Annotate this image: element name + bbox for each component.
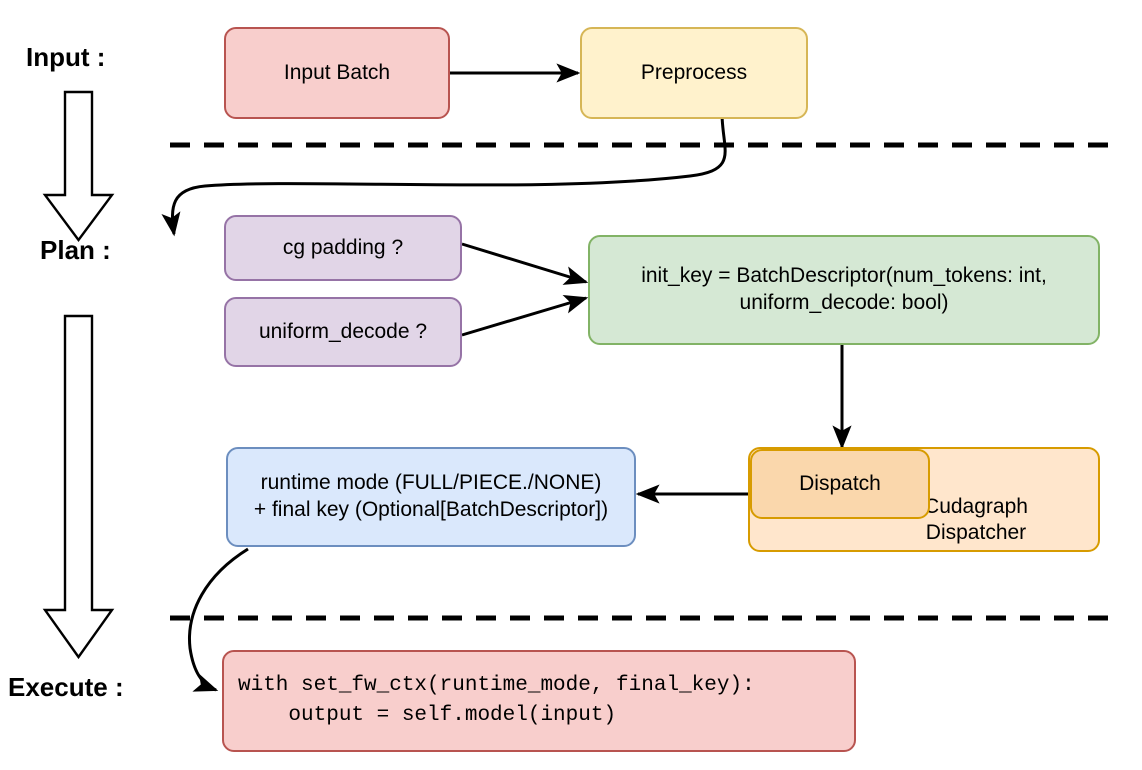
node-execute-code-line2: output = self.model(input) [238, 704, 617, 727]
arrow-cgpadding-to-initkey [461, 242, 589, 285]
node-cudagraph-dispatcher-line2: Dispatcher [925, 520, 1027, 544]
node-uniform-decode[interactable]: uniform_decode ? [224, 297, 462, 367]
node-runtime-mode-line2: + final key (Optional[BatchDescriptor]) [253, 498, 609, 521]
node-init-key-line1: init_key = BatchDescriptor(num_tokens: i… [641, 264, 1047, 288]
stage-label-input: Input : [26, 42, 106, 72]
input-to-plan-arrow [42, 90, 115, 243]
stage-label-execute: Execute : [8, 672, 124, 702]
node-runtime-mode[interactable]: runtime mode (FULL/PIECE./NONE) + final … [226, 447, 636, 547]
node-input-batch[interactable]: Input Batch [224, 27, 450, 119]
stage-label-plan: Plan : [40, 235, 111, 265]
plan-to-execute-arrow [42, 314, 115, 660]
node-preprocess[interactable]: Preprocess [580, 27, 808, 119]
arrow-uniformdecode-to-initkey [461, 294, 589, 337]
node-runtime-mode-line1: runtime mode (FULL/PIECE./NONE) [260, 471, 602, 495]
node-dispatch[interactable]: Dispatch [750, 449, 930, 519]
node-execute-code-line1: with set_fw_ctx(runtime_mode, final_key)… [238, 673, 755, 697]
node-cg-padding[interactable]: cg padding ? [224, 215, 462, 281]
node-init-key-line2: uniform_decode: bool) [739, 291, 949, 314]
node-cudagraph-dispatcher-line1: Cudagraph [924, 494, 1028, 518]
node-execute-code[interactable]: with set_fw_ctx(runtime_mode, final_key)… [222, 650, 856, 752]
node-init-key[interactable]: init_key = BatchDescriptor(num_tokens: i… [588, 235, 1100, 345]
